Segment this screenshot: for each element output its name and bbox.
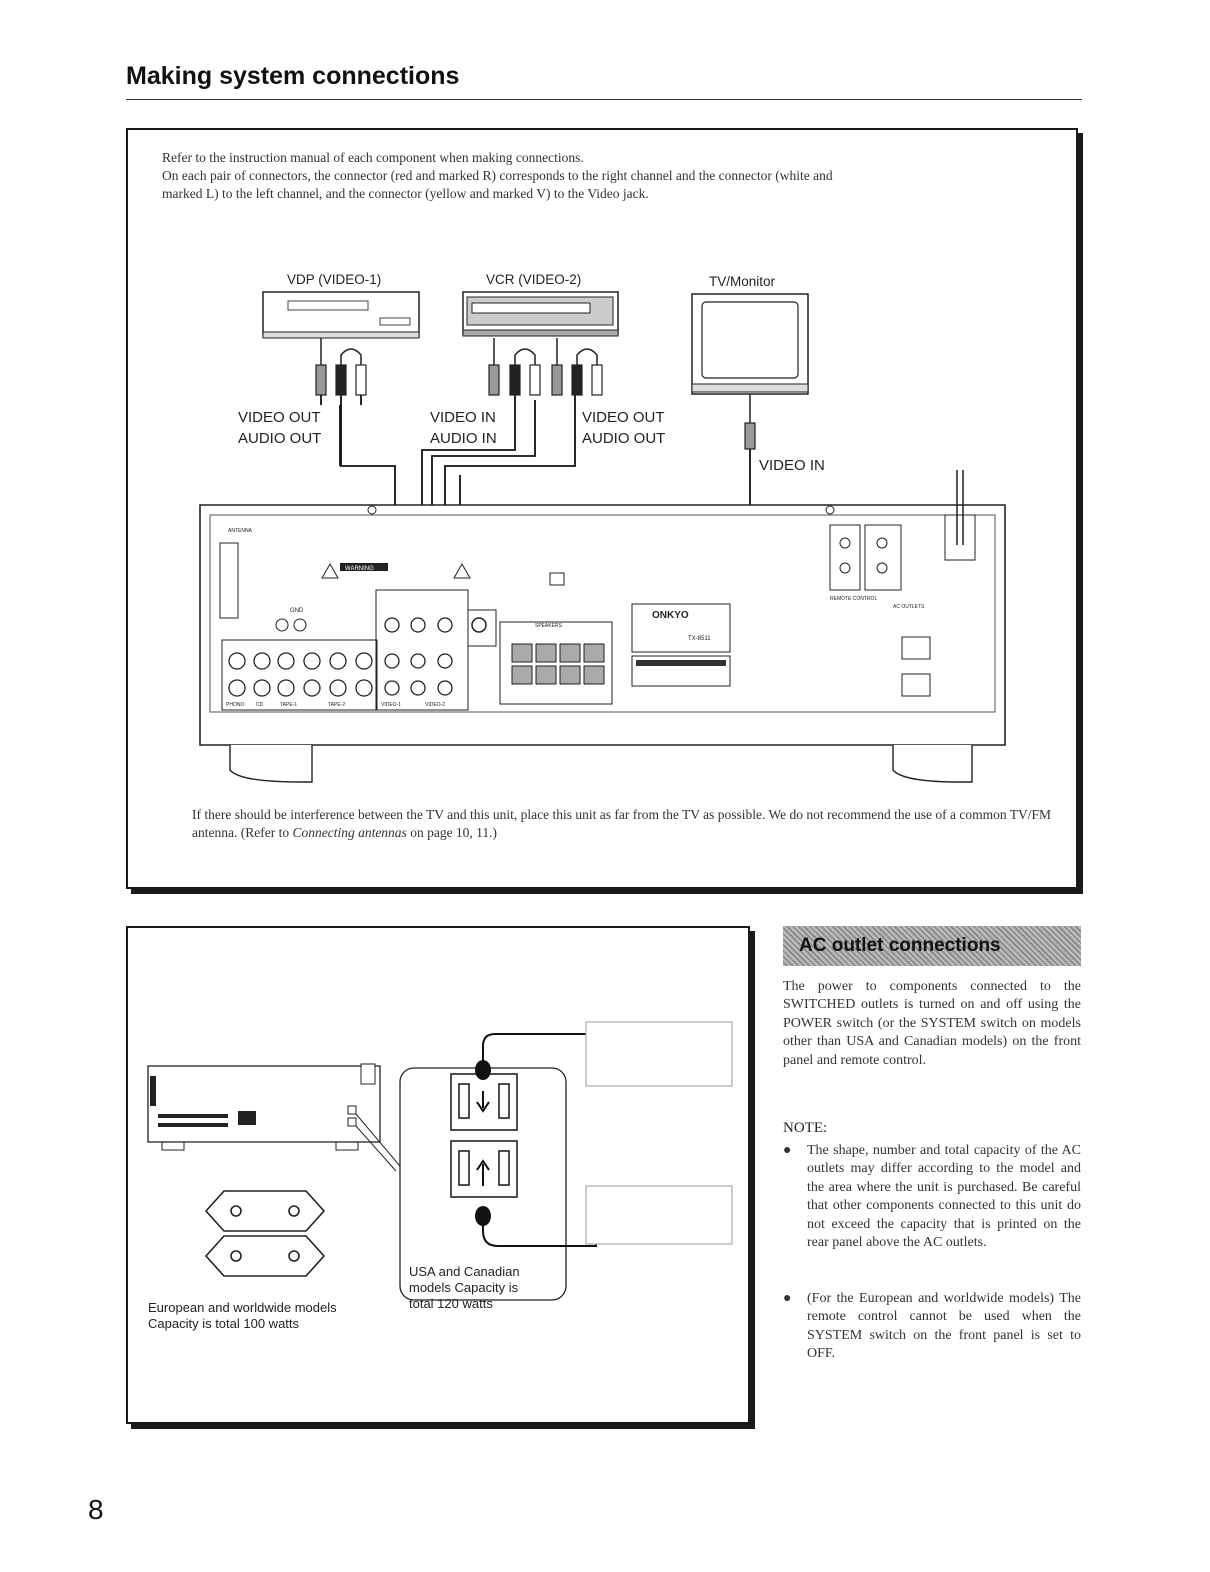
plug-cords [320, 338, 751, 423]
title-rule [126, 99, 1082, 100]
model-label: TX-8511 [688, 636, 711, 642]
usa-caption-line1: USA and Canadian [409, 1264, 520, 1279]
note-text: (For the European and worldwide models) … [807, 1291, 1081, 1362]
usa-caption-line2: models Capacity is [409, 1280, 519, 1295]
receiver-rear-panel: ANTENNA GND WARNING PHONO CD TAPE-1 [199, 470, 1006, 783]
note-title: NOTE: [783, 1120, 828, 1136]
page-number: 8 [88, 1494, 104, 1525]
jack-group-label: TAPE-1 [280, 702, 297, 708]
receiver-rear-illustration [147, 1063, 381, 1151]
bullet-icon: ● [783, 1291, 792, 1306]
warning-label: WARNING [345, 566, 374, 572]
vdp-label: VDP (VIDEO-1) [287, 272, 381, 287]
connection-diagram: VDP (VIDEO-1) VCR (VIDEO-2) TV/Monitor [199, 272, 1006, 783]
vdp-audio-out-label: AUDIO OUT [238, 430, 321, 447]
jack-group-label: VIDEO-1 [381, 702, 401, 708]
european-caption-line1: European and worldwide models [148, 1300, 337, 1315]
usa-caption-line3: total 120 watts [409, 1296, 493, 1311]
intro-text: Refer to the instruction manual of each … [162, 149, 1062, 203]
jack-group-label: TAPE-2 [328, 702, 345, 708]
jack-group-label: PHONO [226, 702, 244, 708]
antenna-label: ANTENNA [228, 528, 253, 534]
intro-line: Refer to the instruction manual of each … [162, 150, 584, 165]
footnote-part: on page 10, 11.) [406, 825, 498, 840]
vcr-audio-in-label: AUDIO IN [430, 430, 497, 447]
jack-group-label: CD [256, 702, 264, 708]
bullet-icon: ● [783, 1143, 792, 1158]
component-box-lower [585, 1185, 733, 1245]
component-box-upper [585, 1021, 733, 1087]
footnote-part: If there should be interference between … [192, 807, 824, 822]
vdp-device-illustration [262, 291, 420, 339]
note-text: The shape, number and total capacity of … [807, 1143, 1081, 1251]
vcr-audio-out-label: AUDIO OUT [582, 430, 665, 447]
note-item: ● The shape, number and total capacity o… [783, 1142, 1081, 1252]
interference-footnote: If there should be interference between … [192, 806, 1052, 842]
tv-video-in-label: VIDEO IN [759, 457, 825, 474]
ac-connections-body: The power to components connected to the… [783, 979, 1081, 1068]
note-item: ● (For the European and worldwide models… [783, 1290, 1081, 1364]
plug-cables [476, 1033, 597, 1247]
european-caption-line2: Capacity is total 100 watts [148, 1316, 300, 1331]
brand-label: ONKYO [652, 610, 689, 621]
page-title: Making system connections [126, 62, 460, 90]
remote-control-label: REMOTE CONTROL [830, 596, 877, 602]
ac-outlets-label: AC OUTLETS [893, 604, 925, 610]
intro-line: On each pair of connectors, the connecto… [162, 168, 833, 183]
vcr-label: VCR (VIDEO-2) [486, 272, 581, 287]
tv-label: TV/Monitor [709, 274, 776, 289]
footnote-italic: Connecting antennas [292, 825, 407, 840]
footnote-part: recommend the use of a common TV/FM ante… [192, 807, 1051, 840]
gnd-label: GND [290, 608, 304, 614]
vcr-video-out-label: VIDEO OUT [582, 409, 665, 426]
vcr-video-in-label: VIDEO IN [430, 409, 496, 426]
intro-line: marked L) to the left channel, and the c… [162, 186, 649, 201]
jack-group-label: VIDEO-2 [425, 702, 445, 708]
speakers-label: SPEAKERS [535, 623, 563, 629]
vcr-device-illustration [462, 291, 619, 337]
ac-outlet-diagram: European and worldwide models Capacity i… [147, 1021, 733, 1331]
european-outlet-icon [204, 1190, 326, 1277]
ac-connections-heading: AC outlet connections [783, 926, 1081, 966]
vdp-video-out-label: VIDEO OUT [238, 409, 321, 426]
tv-monitor-illustration [691, 293, 809, 395]
